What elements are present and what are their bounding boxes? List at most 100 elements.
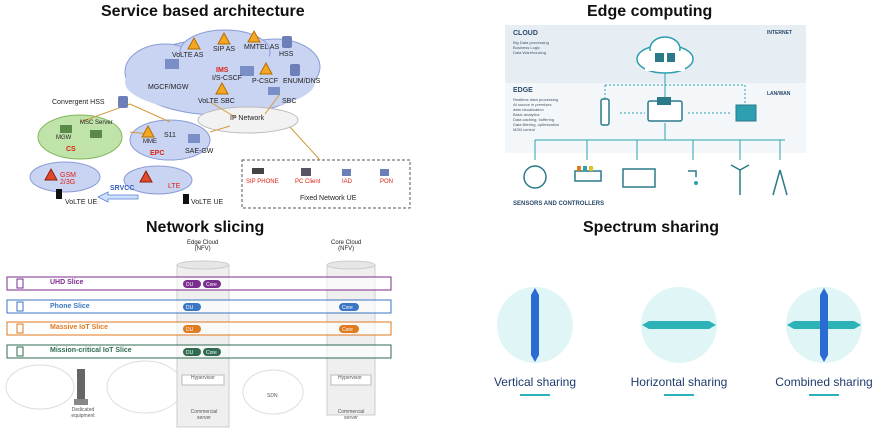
slice-label-2: Massive IoT Slice	[50, 324, 108, 331]
edge-internet-label: INTERNET	[767, 30, 792, 36]
slice-pill-label: DU	[186, 282, 194, 288]
edge-item: Data caching, buffering	[513, 117, 555, 122]
slice-pill-label: DU	[186, 327, 194, 333]
edge-item: Basic analytics	[513, 112, 540, 117]
title-edge-computing: Edge computing	[587, 3, 713, 20]
node-label-mmtel-as: MMTEL AS	[244, 44, 280, 51]
node-label-lte: LTE	[168, 183, 181, 190]
sensor-icons	[523, 164, 788, 196]
node-label-pon: PON	[380, 179, 394, 185]
slice-pill	[203, 348, 221, 356]
edge-cloud-item: Big Data processing	[513, 40, 549, 45]
combined-underline	[809, 394, 839, 396]
node-label-sip-as: SIP AS	[213, 46, 236, 53]
vertical-underline	[520, 394, 550, 396]
edge-gateway-icon	[647, 97, 683, 122]
hypervisor-label-edge: Hypervisor	[191, 375, 215, 381]
slice-pill-label: DU	[186, 305, 194, 311]
node-label-gsm: GSM 2/3G	[60, 172, 76, 186]
slice-pill	[339, 303, 359, 311]
lte-cloud	[123, 165, 193, 195]
edge-monitor-icon	[735, 104, 757, 122]
node-label-pc-client: PC Client	[295, 179, 321, 185]
edge-cloud-item: Business Logic	[513, 45, 540, 50]
node-label-mgw: MGW	[56, 135, 72, 141]
spectrum-svg	[497, 287, 862, 398]
gsm-cloud	[29, 161, 101, 193]
edge-links	[534, 73, 785, 160]
slice-label-1: Phone Slice	[50, 303, 90, 310]
node-label-fixed-ue: Fixed Network UE	[300, 195, 357, 202]
commercial-server-label-edge: Commercial server	[190, 409, 218, 421]
slice-pill	[183, 280, 201, 288]
node-label-srvcc: SRVCC	[110, 185, 135, 192]
sba-diagram-svg	[29, 29, 411, 209]
slice-device-icon	[16, 301, 24, 312]
node-label-sae-gw: SAE-GW	[185, 148, 214, 155]
slice-pill	[183, 303, 201, 311]
edge-device-left-icon	[600, 98, 610, 126]
edge-lanwan-label: LAN/WAN	[767, 91, 791, 97]
dedicated-equipment-icon	[74, 369, 88, 405]
node-label-s-cscf: I/S-CSCF	[212, 75, 242, 82]
node-label-ims: IMS	[216, 67, 229, 74]
combined-sharing-label: Combined sharing	[775, 375, 873, 389]
slice-pill-label: Core	[206, 350, 217, 356]
slice-pill	[203, 280, 221, 288]
horizontal-underline	[664, 394, 694, 396]
edge-item: data visualization	[513, 107, 544, 112]
node-label-iad: IAD	[342, 179, 353, 185]
title-service-based-architecture: Service based architecture	[101, 3, 305, 20]
node-label-volte-ue-1: VoLTE UE	[65, 199, 98, 206]
node-label-mgcf: MGCF/MGW	[148, 84, 189, 91]
edge-cloud-label: CLOUD	[513, 30, 538, 37]
node-label-convergent-hss: Convergent HSS	[52, 99, 105, 106]
cloud-icon	[636, 36, 694, 74]
edge-cloud-item: Data Warehousing	[513, 50, 546, 55]
node-label-sip-phone: SIP PHONE	[246, 179, 279, 185]
node-label-p-cscf: P-CSCF	[252, 78, 279, 85]
node-label-epc: EPC	[150, 150, 165, 157]
cs-cloud	[37, 114, 123, 160]
horizontal-sharing-icon	[641, 287, 717, 363]
sba-diagram: SIP AS MMTEL AS VoLTE AS HSS IMS I/S-CSC…	[20, 22, 420, 214]
node-icons	[44, 29, 389, 204]
edge-computing-diagram: CLOUD Big Data processing Business Logic…	[505, 25, 806, 214]
vertical-sharing-label: Vertical sharing	[493, 375, 577, 389]
node-label-hss: HSS	[279, 51, 294, 58]
commercial-server-label-core: Commercial server	[337, 409, 365, 421]
core-cloud-label: Core Cloud (NFV)	[331, 240, 362, 252]
slice-pill	[183, 348, 201, 356]
slice-pill	[183, 325, 201, 333]
slice-pill	[339, 325, 359, 333]
combined-sharing-icon	[786, 287, 862, 363]
slice-pill-label: Core	[342, 327, 353, 333]
edge-cloud-label: Edge Cloud (NFV)	[187, 240, 219, 252]
node-label-sbc: SBC	[282, 98, 297, 105]
edge-item: M2M control	[513, 127, 536, 132]
node-label-msc-server: MSC Server	[80, 120, 113, 126]
edge-sensors-label: SENSORS AND CONTROLLERS	[513, 201, 605, 207]
vertical-sharing-icon	[497, 287, 573, 363]
edge-diagram-svg	[505, 25, 806, 214]
node-label-s11: S11	[164, 132, 176, 139]
ip-network-cloud	[197, 106, 299, 134]
slice-label-3: Mission-critical IoT Slice	[50, 347, 132, 354]
sdn-label: SDN	[267, 393, 278, 399]
srvcc-arrow	[97, 191, 139, 203]
node-label-enum-dns: ENUM/DNS	[283, 78, 321, 85]
fixed-network-box	[241, 159, 411, 209]
edge-item: Data filtering, optimization	[513, 122, 560, 127]
title-spectrum-sharing: Spectrum sharing	[583, 219, 720, 236]
hypervisor-label-core: Hypervisor	[338, 375, 362, 381]
node-label-volte-sbc: VoLTE SBC	[198, 98, 235, 105]
slice-device-icon	[16, 346, 24, 357]
slice-device-icon	[16, 278, 24, 289]
slice-device-icon	[16, 323, 24, 334]
node-label-cs: CS	[66, 146, 76, 153]
node-label-volte-as: VoLTE AS	[172, 52, 204, 59]
slice-pill-label: Core	[342, 305, 353, 311]
edge-item: At source in premises	[513, 102, 552, 107]
